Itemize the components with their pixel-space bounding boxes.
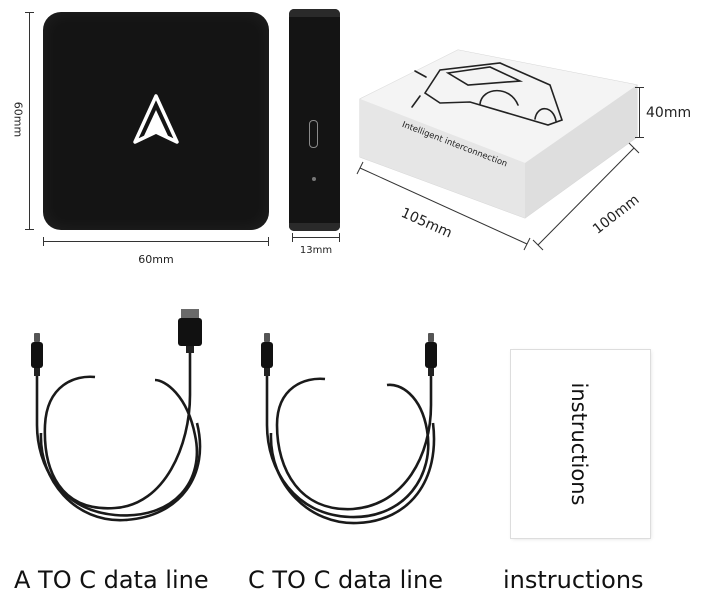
- front-width-dimension-line: [43, 241, 269, 242]
- side-thickness-label: 13mm: [299, 245, 333, 256]
- device-front-view: [43, 12, 269, 230]
- caption-a-to-c: A TO C data line: [14, 566, 209, 594]
- car-outline-icon: [411, 62, 564, 126]
- device-side-view: [289, 9, 340, 231]
- caption-instructions: instructions: [503, 566, 644, 594]
- box-height-dimension-line: [639, 87, 640, 138]
- box-height-label: 40mm: [646, 105, 692, 121]
- packaging-box: [359, 49, 638, 219]
- cable-c-to-c: [261, 333, 437, 525]
- chevron-arrow-logo-icon: [133, 94, 179, 144]
- box-length-dimension-line: [356, 161, 531, 251]
- usb-c-plug-left: [261, 333, 273, 376]
- usb-c-plug-right: [425, 333, 437, 376]
- instructions-booklet: instructions: [511, 350, 650, 538]
- booklet-title: instructions: [567, 382, 591, 506]
- cable-a-to-c: [31, 309, 202, 522]
- usb-c-port: [309, 120, 318, 148]
- indicator-dot: [312, 177, 316, 181]
- front-width-label: 60mm: [138, 253, 174, 266]
- usb-c-plug-left: [31, 333, 43, 376]
- front-height-dimension-line: [29, 12, 30, 230]
- usb-a-plug: [178, 309, 202, 353]
- caption-c-to-c: C TO C data line: [248, 566, 443, 594]
- front-height-label: 60mm: [11, 101, 25, 138]
- side-thickness-dimension-line: [292, 237, 340, 238]
- box-depth-dimension-line: [532, 142, 640, 251]
